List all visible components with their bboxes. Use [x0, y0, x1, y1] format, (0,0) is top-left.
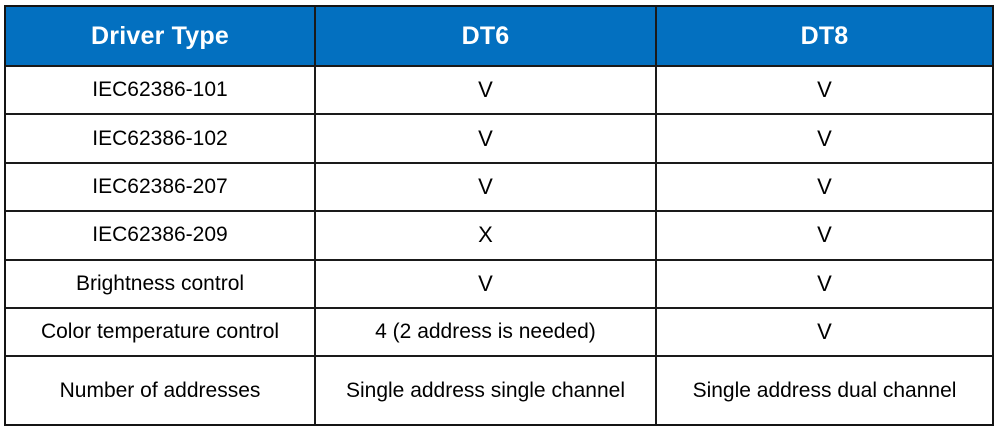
table-row: Number of addresses Single address singl…: [4, 355, 994, 426]
table-body: IEC62386-101 V V IEC62386-102 V V IEC623…: [4, 64, 994, 426]
table-row: IEC62386-102 V V: [4, 113, 994, 164]
cell-driver-type: Brightness control: [4, 258, 316, 309]
cell-dt6-support: V: [314, 161, 657, 213]
table-row: IEC62386-209 X V: [4, 210, 994, 261]
table-row: Brightness control V V: [4, 258, 994, 309]
column-header-dt8: DT8: [655, 5, 994, 67]
cell-dt8-support: V: [655, 64, 994, 116]
comparison-table-container: Driver Type DT6 DT8 IEC62386-101 V V IEC…: [4, 5, 994, 426]
cell-dt6-support: V: [314, 64, 657, 116]
cell-dt6-support: 4 (2 address is needed): [314, 306, 657, 358]
cell-dt8-support: V: [655, 258, 994, 309]
cell-driver-type: Number of addresses: [4, 355, 316, 426]
column-header-dt6: DT6: [314, 5, 657, 67]
cell-driver-type: IEC62386-209: [4, 210, 316, 261]
table-header-row: Driver Type DT6 DT8: [4, 5, 994, 67]
cell-dt6-support: Single address single channel: [314, 355, 657, 426]
driver-type-comparison-table: Driver Type DT6 DT8 IEC62386-101 V V IEC…: [4, 5, 994, 426]
cell-driver-type: IEC62386-207: [4, 161, 316, 213]
cell-driver-type: Color temperature control: [4, 306, 316, 358]
table-row: IEC62386-207 V V: [4, 161, 994, 213]
cell-dt8-support: V: [655, 113, 994, 164]
cell-dt6-support: V: [314, 113, 657, 164]
table-row: Color temperature control 4 (2 address i…: [4, 306, 994, 358]
cell-dt8-support: V: [655, 306, 994, 358]
cell-dt8-support: V: [655, 161, 994, 213]
table-row: IEC62386-101 V V: [4, 64, 994, 116]
table-header: Driver Type DT6 DT8: [4, 5, 994, 67]
cell-driver-type: IEC62386-102: [4, 113, 316, 164]
cell-driver-type: IEC62386-101: [4, 64, 316, 116]
cell-dt6-support: V: [314, 258, 657, 309]
cell-dt8-support: V: [655, 210, 994, 261]
cell-dt6-support: X: [314, 210, 657, 261]
cell-dt8-support: Single address dual channel: [655, 355, 994, 426]
column-header-driver-type: Driver Type: [4, 5, 316, 67]
